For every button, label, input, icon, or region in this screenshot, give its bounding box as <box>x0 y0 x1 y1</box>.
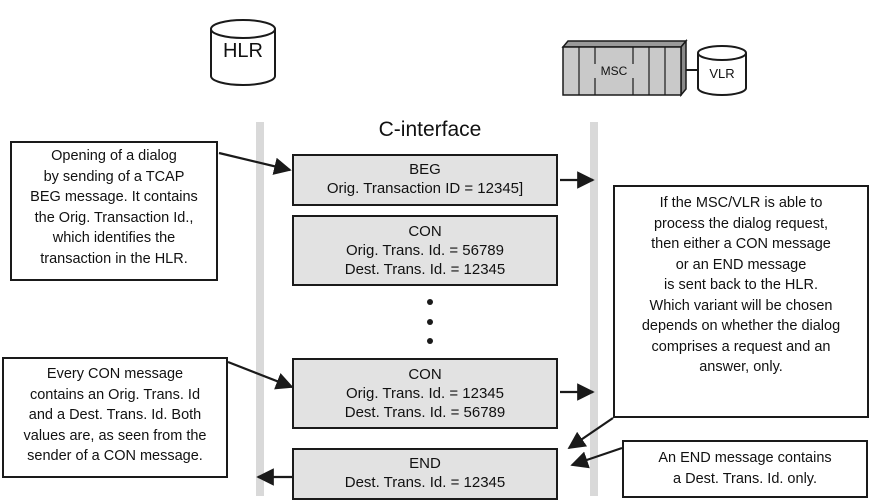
vlr-database-icon <box>697 45 747 96</box>
note-line: values are, as seen from the <box>23 427 207 444</box>
con-message-box: CON Orig. Trans. Id. = 12345 Dest. Trans… <box>292 358 558 429</box>
interface-title: C-interface <box>378 118 482 141</box>
note-line: depends on whether the dialog <box>641 318 841 334</box>
note-line: the Orig. Transaction Id., <box>34 209 194 226</box>
end-note-arrow <box>570 446 623 469</box>
note-line: comprises a request and an <box>651 338 831 355</box>
con-note: Every CON message contains an Orig. Tran… <box>2 357 228 478</box>
note-line: transaction in the HLR. <box>40 250 188 267</box>
left-interface-lane <box>256 122 264 496</box>
right-interface-lane <box>590 122 598 496</box>
message-line: CON <box>408 223 442 240</box>
hlr-label: HLR <box>222 40 263 62</box>
variant-note-arrow <box>567 417 614 449</box>
variant-note: If the MSC/VLR is able to process the di… <box>613 185 869 418</box>
opening-note-arrow <box>218 151 292 175</box>
message-line: BEG <box>409 161 441 178</box>
note-line: a Dest. Trans. Id. only. <box>673 470 817 487</box>
message-line: Orig. Transaction ID = 12345] <box>326 180 524 197</box>
note-line: which identifies the <box>52 230 176 246</box>
note-line: by sending of a TCAP <box>43 168 185 185</box>
message-line: CON <box>408 366 442 383</box>
con-message-box: CON Orig. Trans. Id. = 56789 Dest. Trans… <box>292 215 558 286</box>
hlr-database-icon <box>210 19 276 86</box>
note-line: sender of a CON message. <box>27 448 203 464</box>
note-line: Opening of a dialog <box>51 148 177 164</box>
note-line: Which variant will be chosen <box>649 297 833 314</box>
ellipsis-dots-icon <box>427 299 433 344</box>
message-line: Dest. Trans. Id. = 12345 <box>344 474 506 491</box>
msc-label: MSC <box>594 64 634 78</box>
note-line: If the MSC/VLR is able to <box>659 195 823 211</box>
note-line: BEG message. It contains <box>30 189 198 205</box>
note-line: Every CON message <box>46 366 184 382</box>
note-line: An END message contains <box>658 450 832 466</box>
message-line: Orig. Trans. Id. = 56789 <box>345 242 504 259</box>
note-line: answer, only. <box>699 359 783 375</box>
message-line: Dest. Trans. Id. = 12345 <box>344 261 506 278</box>
vlr-label: VLR <box>709 66 735 81</box>
message-line: Dest. Trans. Id. = 56789 <box>344 404 506 421</box>
note-line: is sent back to the HLR. <box>664 277 818 293</box>
end-note: An END message contains a Dest. Trans. I… <box>622 440 868 498</box>
note-line: and a Dest. Trans. Id. Both <box>28 407 202 423</box>
note-line: or an END message <box>675 256 807 273</box>
message-line: Orig. Trans. Id. = 12345 <box>345 385 504 402</box>
con-note-arrow <box>227 360 294 390</box>
message-line: END <box>409 455 441 472</box>
end-message-box: END Dest. Trans. Id. = 12345 <box>292 448 558 500</box>
note-line: process the dialog request, <box>653 215 829 232</box>
note-line: contains an Orig. Trans. Id <box>29 386 201 403</box>
beg-message-box: BEG Orig. Transaction ID = 12345] <box>292 154 558 206</box>
opening-note: Opening of a dialog by sending of a TCAP… <box>10 141 218 281</box>
note-line: then either a CON message <box>651 236 831 252</box>
